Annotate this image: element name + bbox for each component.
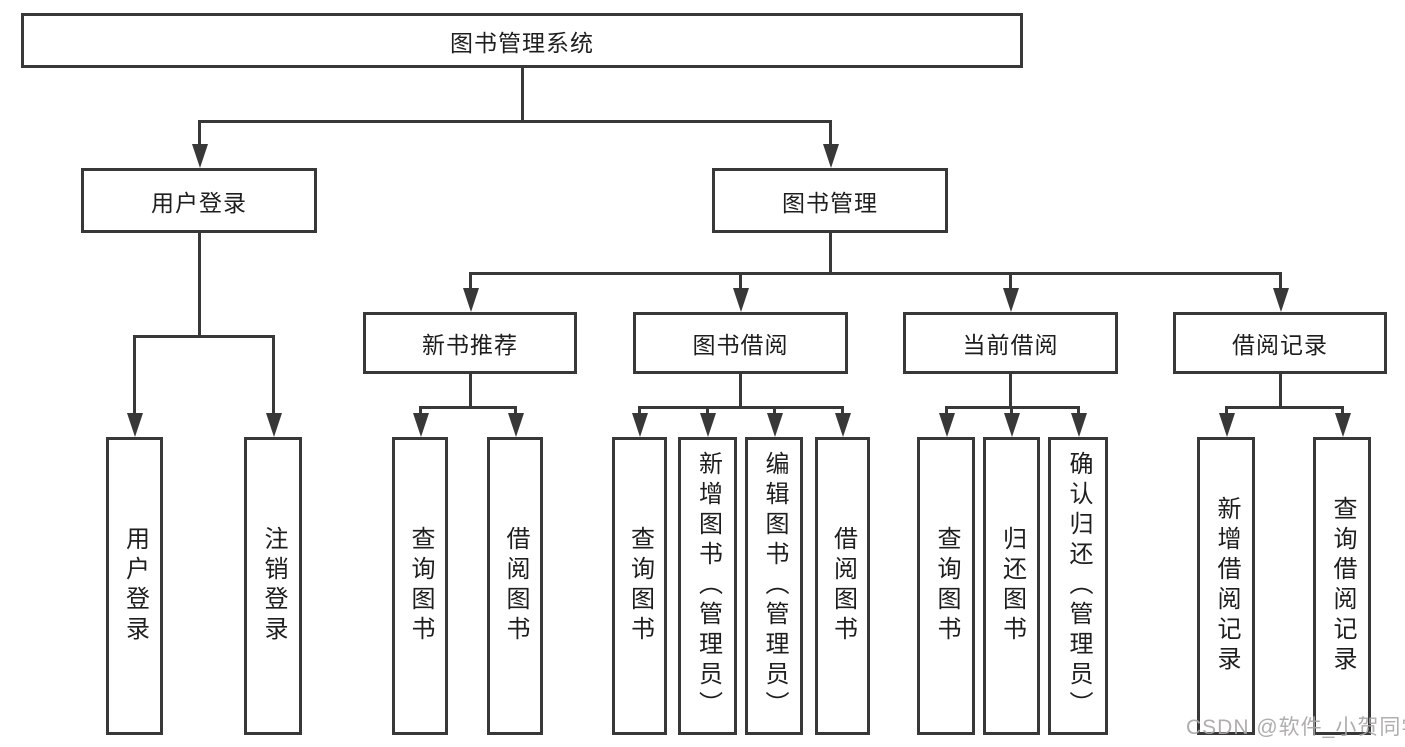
- arrow-down-to-query-record: [1341, 406, 1344, 413]
- leaf-recommend-borrow-book-label: 借阅图书: [502, 526, 529, 646]
- connector-borrowing-bar: [638, 406, 844, 409]
- connector-book-mgmt-stem: [829, 233, 832, 272]
- node-borrowing-records: 借阅记录: [1173, 312, 1387, 374]
- leaf-return-book-label: 归还图书: [998, 526, 1026, 646]
- leaf-current-query-book: 查询图书: [917, 437, 975, 735]
- leaf-return-book: 归还图书: [983, 437, 1040, 735]
- arrow-down-to-current-borrowing: [1009, 272, 1012, 288]
- node-book-management: 图书管理: [712, 168, 948, 233]
- leaf-borrowing-query-book-label: 查询图书: [626, 526, 654, 646]
- node-new-book-recommend: 新书推荐: [363, 312, 577, 374]
- connector-recommend-bar: [419, 406, 517, 409]
- node-current-borrowing-label: 当前借阅: [962, 332, 1059, 358]
- arrow-down-to-user-login: [198, 120, 201, 144]
- leaf-current-query-book-label: 查询图书: [933, 526, 960, 646]
- arrow-down-to-book-borrowing: [739, 272, 742, 288]
- arrow-down-to-leaf-user-login: [133, 335, 136, 413]
- node-new-book-recommend-label: 新书推荐: [422, 332, 518, 358]
- leaf-add-book-admin: 新增图书（管理员）: [678, 437, 737, 735]
- connector-recommend-stem: [469, 374, 472, 406]
- connector-current-stem: [1009, 374, 1012, 406]
- leaf-query-borrow-record: 查询借阅记录: [1313, 437, 1371, 735]
- leaf-edit-book-admin: 编辑图书（管理员）: [745, 437, 803, 735]
- node-user-login: 用户登录: [81, 168, 317, 233]
- leaf-user-login: 用户登录: [106, 437, 163, 735]
- leaf-logout-label: 注销登录: [260, 526, 287, 646]
- leaf-logout: 注销登录: [244, 437, 302, 735]
- connector-root-bar: [198, 120, 832, 123]
- arrow-down-to-recommend-borrow: [514, 406, 517, 413]
- leaf-user-login-label: 用户登录: [121, 526, 149, 646]
- connector-user-login-stem: [198, 233, 201, 335]
- arrow-down-to-borrowing-borrow: [841, 406, 844, 413]
- leaf-add-borrow-record-label: 新增借阅记录: [1213, 496, 1240, 676]
- node-current-borrowing: 当前借阅: [903, 312, 1118, 374]
- arrow-down-to-borrowing-query: [638, 406, 641, 413]
- node-root-label: 图书管理系统: [450, 29, 594, 56]
- leaf-recommend-borrow-book: 借阅图书: [487, 437, 543, 735]
- leaf-borrowing-query-book: 查询图书: [612, 437, 667, 735]
- connector-book-mgmt-bar: [469, 272, 1282, 275]
- node-borrowing-records-label: 借阅记录: [1232, 332, 1328, 358]
- node-user-login-label: 用户登录: [151, 189, 247, 216]
- arrow-down-to-borrowing-records: [1279, 272, 1282, 288]
- arrow-down-to-return-book: [1010, 406, 1013, 413]
- arrow-down-to-new-book-recommend: [469, 272, 472, 288]
- leaf-query-borrow-record-label: 查询借阅记录: [1329, 496, 1356, 676]
- connector-records-stem: [1279, 374, 1282, 406]
- arrow-down-to-edit-book: [773, 406, 776, 413]
- connector-records-bar: [1225, 406, 1343, 409]
- connector-user-login-bar: [133, 335, 275, 338]
- arrow-down-to-book-management: [829, 120, 832, 144]
- arrow-down-to-confirm-return: [1077, 406, 1080, 413]
- node-book-management-label: 图书管理: [782, 189, 878, 216]
- node-book-borrowing: 图书借阅: [633, 312, 848, 374]
- arrow-down-to-recommend-query: [419, 406, 422, 413]
- connector-root-stem: [521, 68, 524, 120]
- leaf-add-borrow-record: 新增借阅记录: [1197, 437, 1255, 735]
- arrow-down-to-add-record: [1225, 406, 1228, 413]
- node-book-borrowing-label: 图书借阅: [692, 332, 789, 358]
- connector-borrowing-stem: [739, 374, 742, 406]
- leaf-recommend-query-book-label: 查询图书: [407, 526, 434, 646]
- arrow-down-to-leaf-logout: [272, 335, 275, 413]
- arrow-down-to-add-book: [706, 406, 709, 413]
- node-root-library-system: 图书管理系统: [21, 13, 1023, 68]
- arrow-down-to-current-query: [945, 406, 948, 413]
- leaf-confirm-return-admin: 确认归还（管理员）: [1048, 437, 1108, 735]
- leaf-edit-book-admin-label: 编辑图书（管理员）: [761, 451, 788, 721]
- leaf-recommend-query-book: 查询图书: [392, 437, 448, 735]
- leaf-borrowing-borrow-book-label: 借阅图书: [829, 526, 857, 646]
- leaf-confirm-return-admin-label: 确认归还（管理员）: [1065, 451, 1092, 721]
- leaf-add-book-admin-label: 新增图书（管理员）: [694, 451, 722, 721]
- leaf-borrowing-borrow-book: 借阅图书: [815, 437, 870, 735]
